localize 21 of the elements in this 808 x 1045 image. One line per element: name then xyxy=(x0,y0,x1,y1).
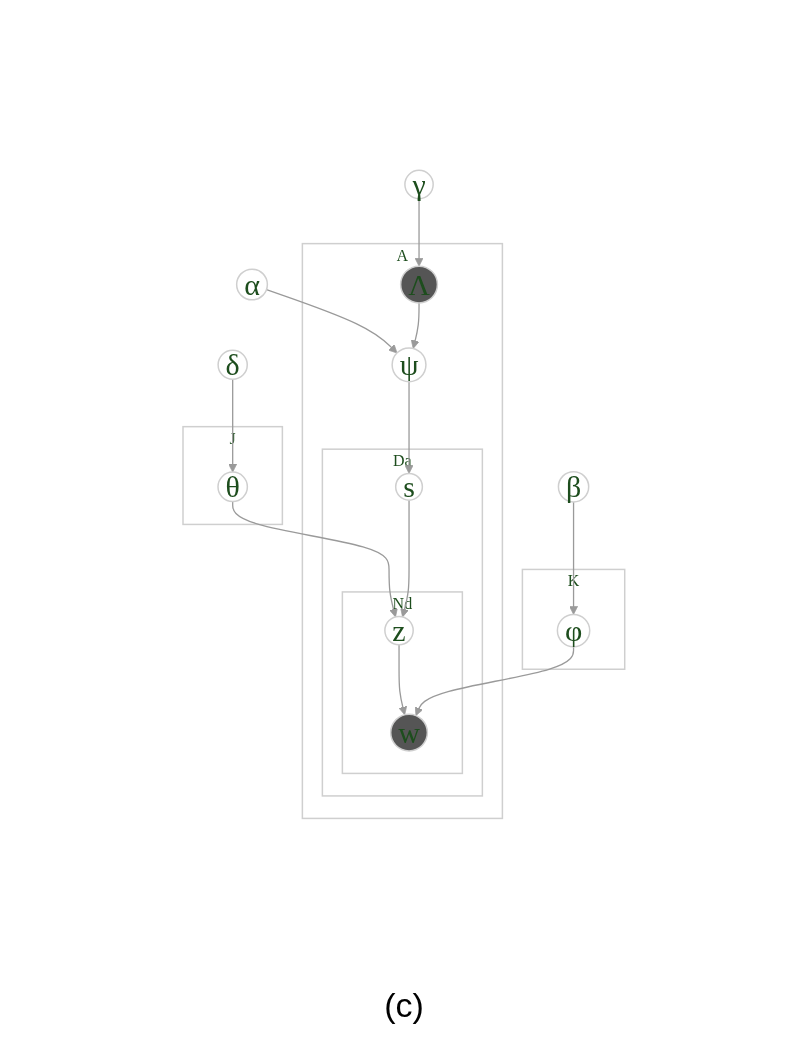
arrow xyxy=(398,643,408,715)
node-circle: β xyxy=(557,470,590,503)
arrow xyxy=(569,501,579,615)
arrow xyxy=(228,378,238,473)
node-circle: ψ xyxy=(391,346,427,383)
arrow xyxy=(400,499,410,618)
arrow xyxy=(415,645,575,716)
arrow xyxy=(411,302,420,349)
node-circle: s xyxy=(395,472,424,501)
node-circle: γ xyxy=(404,169,435,200)
node-circle: Λ xyxy=(400,265,439,304)
node-circle: w xyxy=(390,713,429,752)
caption: (c) xyxy=(384,986,424,1025)
node-circle: α xyxy=(236,268,269,301)
node-circle: z xyxy=(384,615,415,646)
node-circle: φ xyxy=(556,613,591,648)
arrow xyxy=(232,500,398,618)
node-circle: θ xyxy=(217,471,249,502)
arrow xyxy=(266,288,398,354)
node-circle: δ xyxy=(217,349,249,380)
arrow xyxy=(404,380,414,474)
